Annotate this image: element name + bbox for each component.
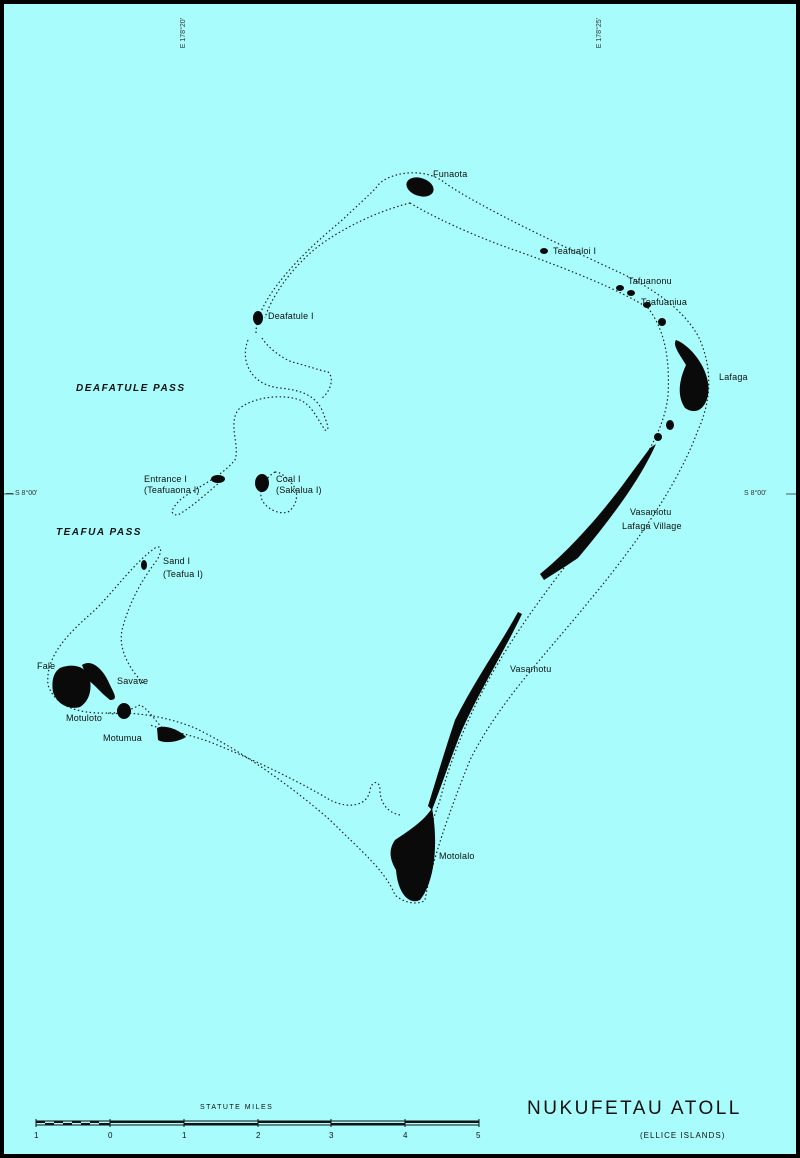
label-lafaga: Lafaga [719,372,748,382]
label-teafualoi: Teafualoi I [553,246,597,256]
islet-lafaga [674,340,709,412]
islet-vasamotu-long [428,612,522,810]
islet-motuloto [117,703,131,719]
scale-tick-4: 4 [403,1131,408,1140]
islet-tafuanonu-b [627,290,635,296]
scale-tick-1: 1 [34,1131,39,1140]
scale-tick-3: 3 [329,1131,334,1140]
map-subtitle: (ELLICE ISLANDS) [640,1131,726,1140]
islets [52,177,709,902]
scale-tick-5: 5 [476,1131,481,1140]
islet-motumua [157,726,186,743]
label-lafaga-village: Lafaga Village [622,521,682,531]
label-savave: Savave [117,676,149,686]
scale-tick-0: 0 [108,1131,113,1140]
longitude-label-right: E 178°25' [596,18,603,49]
deafatule-pass-label: DEAFATULE PASS [76,383,186,394]
label-motuloto: Motuloto [66,713,103,723]
islet-fale-arm [82,662,115,700]
scale-tick-1-right: 1 [182,1131,187,1140]
islet-teafuaniua-a [643,302,651,308]
latitude-label-left: — S 8°00' [6,490,38,497]
label-vasamotu-north: Vasamotu [630,507,672,517]
label-motolalo: Motolalo [439,851,475,861]
label-motumua: Motumua [103,733,142,743]
scale-title: STATUTE MILES [200,1104,274,1111]
islet-lafaga-south-2 [654,433,662,441]
label-teafuaniua: Teafuaniua [641,297,688,307]
label-vasamotu-south: Vasamotu [510,664,552,674]
label-entrance-alt: (Teafuaona I) [144,485,200,495]
islet-entrance [211,475,225,483]
label-sand: Sand I [163,556,191,566]
label-entrance: Entrance I [144,474,188,484]
scale-tick-2: 2 [256,1131,261,1140]
latitude-label-right: S 8°00' [744,490,767,497]
islet-teafualoi [540,248,548,254]
islet-funaota [406,177,434,197]
islet-fale [52,665,91,708]
islet-deafatule [253,311,263,325]
label-coal-alt: (Sakalua I) [276,485,322,495]
reef-sw-lobe [107,704,166,731]
label-coal: Coal I [276,474,301,484]
islet-tafuanonu-a [616,285,624,291]
label-funaota: Funaota [433,169,468,179]
label-deafatule-island: Deafatule I [268,311,314,321]
teafua-pass-label: TEAFUA PASS [56,527,142,538]
reef-inner-edge [149,202,669,881]
islet-vasamotu-strip [540,444,656,580]
islet-motolalo [390,808,436,902]
label-tafuanonu: Tafuanonu [628,276,672,286]
map-title: NUKUFETAU ATOLL [527,1098,742,1119]
longitude-label-left: E 178°20' [180,18,187,49]
label-sand-alt: (Teafua I) [163,569,204,579]
scale-bar-checkers [36,1121,479,1125]
islet-sand [141,560,147,570]
islet-lafaga-south [666,420,674,430]
reef-outer-edge [47,172,710,904]
label-fale: Fale [37,661,56,671]
islet-teafuaniua-b [658,318,666,326]
islet-coal [255,474,269,492]
sea-background [4,4,796,1154]
